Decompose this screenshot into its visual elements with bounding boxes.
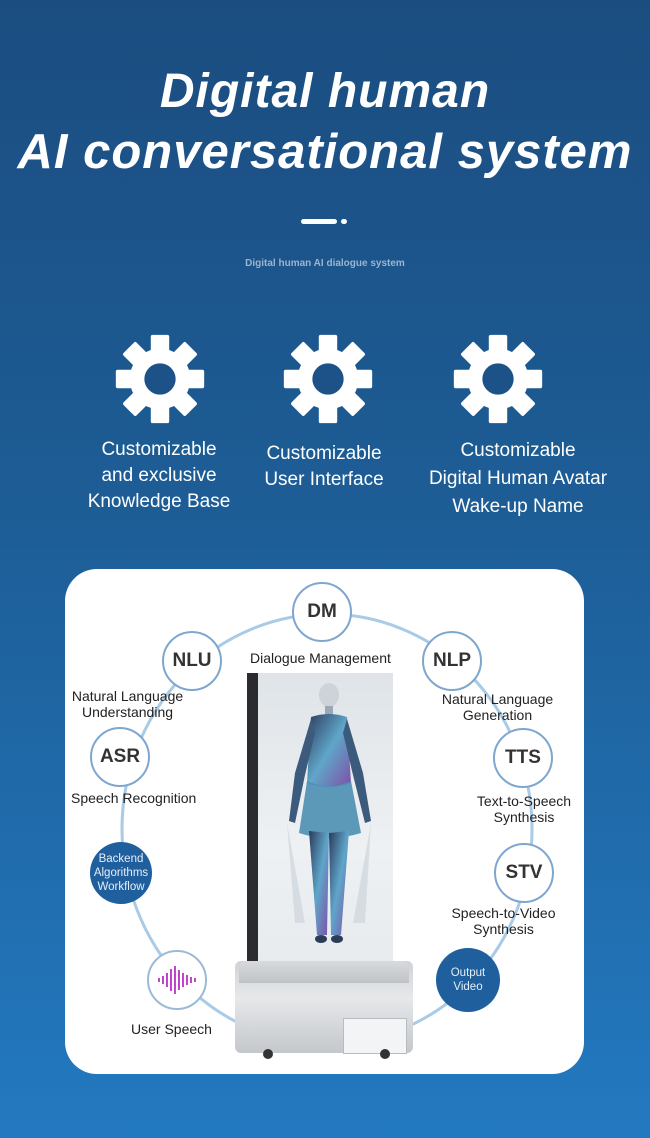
label-user-speech: User Speech <box>131 1021 212 1037</box>
feature-line: Customizable <box>266 443 382 464</box>
node-nlu: NLU <box>162 631 222 691</box>
backend-line: Workflow <box>97 881 145 893</box>
kiosk-base-top <box>239 961 409 983</box>
node-output-video: Output Video <box>436 948 500 1012</box>
feature-avatar: Customizable Digital Human Avatar Wake-u… <box>412 437 624 521</box>
avatar-figure <box>287 683 371 943</box>
feature-line: and exclusive <box>101 465 217 486</box>
node-backend: Backend Algorithms Workflow <box>90 842 152 904</box>
gear-icon <box>453 334 543 424</box>
page-subtitle: Digital human AI dialogue system <box>245 258 405 269</box>
label-line: Natural Language <box>441 691 554 707</box>
kiosk-drawer <box>343 1018 407 1054</box>
label-line: Text-to-Speech <box>476 793 572 809</box>
label-stv: Speech-to-Video Synthesis <box>440 905 567 937</box>
feature-line: Knowledge Base <box>87 491 231 512</box>
kiosk-wheel <box>380 1049 390 1059</box>
label-line: Synthesis <box>493 809 555 825</box>
kiosk-frame <box>247 673 258 965</box>
feature-line: User Interface <box>264 469 384 490</box>
feature-knowledge-base: Customizable and exclusive Knowledge Bas… <box>64 437 254 515</box>
page-title-line1: Digital human <box>159 65 491 118</box>
sound-wave-icon <box>158 966 196 994</box>
label-line: Understanding <box>81 704 174 720</box>
feature-line: Digital Human Avatar <box>428 468 608 489</box>
backend-line: Algorithms <box>93 867 149 879</box>
feature-line: Wake-up Name <box>452 496 584 517</box>
label-dm: Dialogue Management <box>250 650 391 666</box>
gear-icon <box>115 334 205 424</box>
label-nlp: Natural Language Generation <box>435 691 560 723</box>
label-line: Speech-to-Video <box>451 905 556 921</box>
node-asr: ASR <box>90 727 150 787</box>
label-asr: Speech Recognition <box>71 790 197 806</box>
kiosk-screen <box>247 673 393 965</box>
node-stv: STV <box>494 843 554 903</box>
label-line: Natural Language <box>71 688 184 704</box>
node-user-speech <box>147 950 207 1010</box>
output-line: Video <box>453 981 483 993</box>
label-nlu: Natural Language Understanding <box>65 688 190 720</box>
feature-line: Customizable <box>460 440 576 461</box>
output-line: Output <box>450 967 486 979</box>
node-nlp: NLP <box>422 631 482 691</box>
kiosk-wheel <box>263 1049 273 1059</box>
feature-line: Customizable <box>101 439 217 460</box>
label-tts: Text-to-Speech Synthesis <box>469 793 579 825</box>
label-line: Generation <box>462 707 533 723</box>
page-title-line2: AI conversational system <box>17 125 633 179</box>
feature-user-interface: Customizable User Interface <box>240 441 408 493</box>
node-dm: DM <box>292 582 352 642</box>
system-diagram: DM NLU NLP ASR TTS STV Backend Algorithm… <box>65 569 584 1074</box>
node-tts: TTS <box>493 728 553 788</box>
gear-icon <box>283 334 373 424</box>
label-line: Synthesis <box>473 921 534 937</box>
backend-line: Backend <box>98 853 144 865</box>
digital-human-kiosk <box>235 673 415 1063</box>
